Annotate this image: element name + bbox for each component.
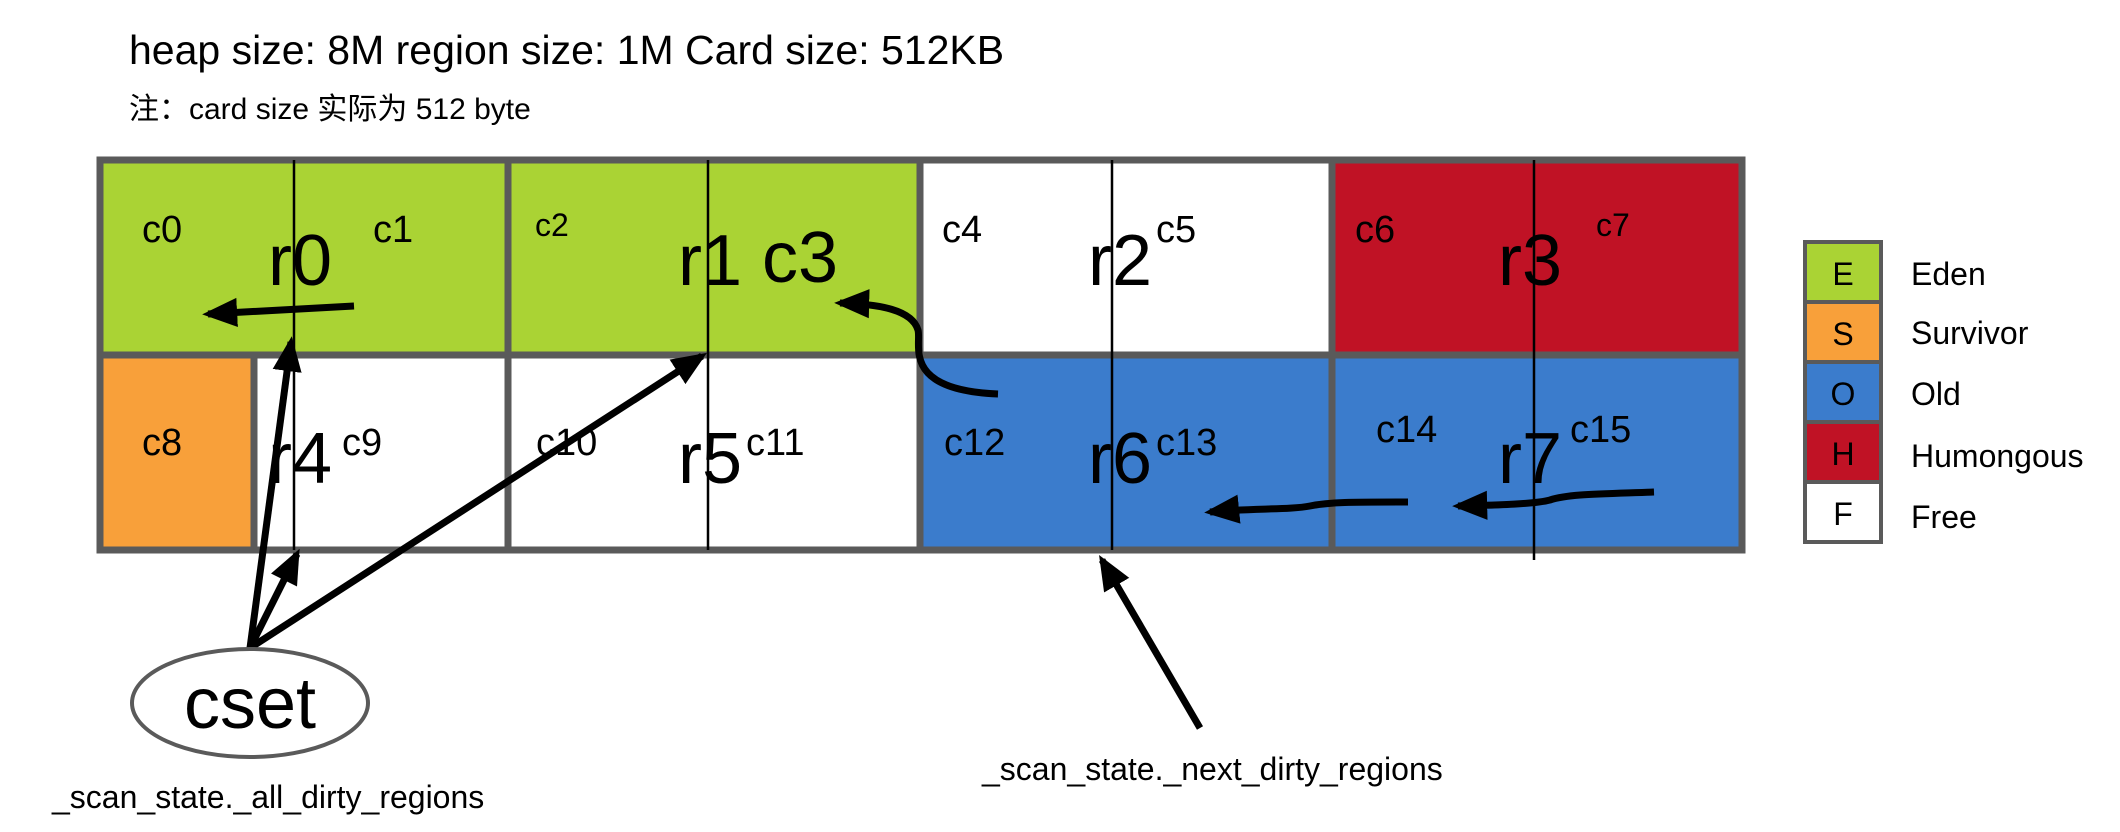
region-r4 [250, 351, 512, 554]
arrow-next-dirty-to-r6 [1098, 554, 1204, 730]
legend-key: H [1831, 436, 1854, 472]
card-label: c9 [342, 422, 382, 464]
arrow-c15-to-c14 [1452, 488, 1655, 520]
card-label: c1 [373, 209, 413, 251]
arrow-r6-to-c3 [834, 289, 999, 398]
card-label: c5 [1156, 209, 1196, 251]
legend-label: Old [1911, 376, 1961, 412]
arrow-c1-to-c0 [202, 297, 355, 327]
card-label: c15 [1570, 409, 1631, 451]
card-label: c3 [762, 218, 838, 298]
card-label: c12 [944, 422, 1005, 464]
card-label: c8 [142, 422, 182, 464]
arrow-cset-to-r4 [246, 548, 301, 650]
region-label: r6 [1088, 419, 1152, 499]
card-label: c0 [142, 209, 182, 251]
card-label: c14 [1376, 409, 1437, 451]
region-label: r2 [1088, 221, 1152, 301]
region-r4-survivor-part [96, 351, 258, 554]
card-label: c11 [746, 422, 804, 464]
next-dirty-regions-label: _scan_state._next_dirty_regions [981, 751, 1443, 787]
legend: E S O H F Eden Survivor Old Humongous Fr… [1803, 240, 2084, 544]
legend-swatch-eden [1803, 240, 1883, 304]
card-label: c7 [1596, 207, 1630, 243]
region-label: r1 [678, 221, 742, 301]
cset-node [130, 647, 370, 759]
arrow-cset-to-r0 [246, 336, 302, 649]
all-dirty-regions-label: _scan_state._all_dirty_regions [51, 779, 484, 815]
region-r7 [1328, 351, 1746, 554]
arrow-cset-to-r1 [248, 352, 707, 651]
legend-key: S [1832, 316, 1853, 352]
legend-swatch-free [1803, 480, 1883, 544]
legend-label: Survivor [1911, 315, 2029, 351]
cset-label: cset [184, 664, 316, 744]
card-size-note: 注：card size 实际为 512 byte [129, 93, 531, 126]
region-r5 [504, 351, 924, 554]
region-label: r3 [1498, 221, 1562, 301]
card-label: c4 [942, 209, 982, 251]
region-label: r0 [268, 221, 332, 301]
legend-label: Free [1911, 499, 1977, 535]
region-r6 [916, 351, 1336, 554]
legend-swatch-survivor [1803, 300, 1883, 364]
region-label: r7 [1498, 419, 1562, 499]
card-label: c13 [1156, 422, 1217, 464]
region-label: r5 [678, 419, 742, 499]
legend-label: Eden [1911, 256, 1986, 292]
arrow-c14-to-c13 [1204, 494, 1409, 524]
card-label: c6 [1355, 209, 1395, 251]
card-label: c2 [535, 207, 569, 243]
legend-key: F [1833, 496, 1853, 532]
legend-label: Humongous [1911, 438, 2084, 474]
legend-key: O [1831, 376, 1856, 412]
heap-title: heap size: 8M region size: 1M Card size:… [129, 27, 1005, 73]
legend-swatch-humongous [1803, 420, 1883, 484]
legend-key: E [1832, 256, 1853, 292]
